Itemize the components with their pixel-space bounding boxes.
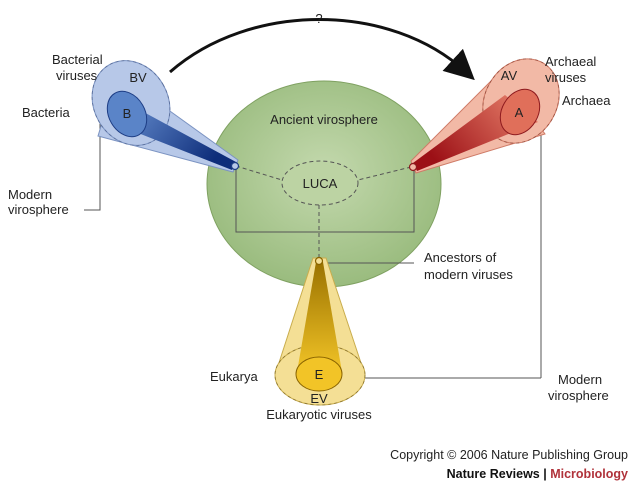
a-label: A bbox=[515, 105, 524, 120]
copyright-text: Copyright © 2006 Nature Publishing Group bbox=[390, 448, 628, 462]
archaeal-viruses-line2: viruses bbox=[545, 70, 587, 85]
ancestors-line1: Ancestors of bbox=[424, 250, 497, 265]
dashed-links bbox=[235, 160, 412, 258]
eukarya-cone bbox=[274, 256, 366, 406]
modern-virosphere-left-line2: virosphere bbox=[8, 202, 69, 217]
bacteria-cone bbox=[91, 60, 240, 173]
ev-label: EV bbox=[310, 391, 328, 406]
bv-label: BV bbox=[129, 70, 147, 85]
archaea-label: Archaea bbox=[562, 93, 611, 108]
journal-line: Nature Reviews | Microbiology bbox=[447, 467, 628, 481]
luca-label: LUCA bbox=[303, 176, 338, 191]
ancestors-line2: modern viruses bbox=[424, 267, 513, 282]
eukaryotic-viruses-label: Eukaryotic viruses bbox=[266, 407, 372, 422]
archaeal-viruses-line1: Archaeal bbox=[545, 54, 596, 69]
question-mark: ? bbox=[315, 11, 322, 26]
journal-section: Microbiology bbox=[550, 467, 628, 481]
archaea-cone bbox=[408, 58, 560, 174]
journal-name: Nature Reviews bbox=[447, 467, 540, 481]
bacterial-viruses-line1: Bacterial bbox=[52, 52, 103, 67]
journal-separator: | bbox=[540, 467, 550, 481]
transfer-arrow bbox=[169, 18, 475, 81]
bacteria-label: Bacteria bbox=[22, 105, 70, 120]
b-label: B bbox=[123, 106, 132, 121]
modern-virosphere-left-line1: Modern bbox=[8, 187, 52, 202]
eukarya-label: Eukarya bbox=[210, 369, 258, 384]
modern-virosphere-right-line1: Modern bbox=[558, 372, 602, 387]
av-label: AV bbox=[501, 68, 518, 83]
luca-ellipse bbox=[281, 160, 359, 206]
modern-virosphere-right-line2: virosphere bbox=[548, 388, 609, 403]
ancient-virosphere-label: Ancient virosphere bbox=[270, 112, 378, 127]
bacterial-viruses-line2: viruses bbox=[56, 68, 98, 83]
e-label: E bbox=[315, 367, 324, 382]
